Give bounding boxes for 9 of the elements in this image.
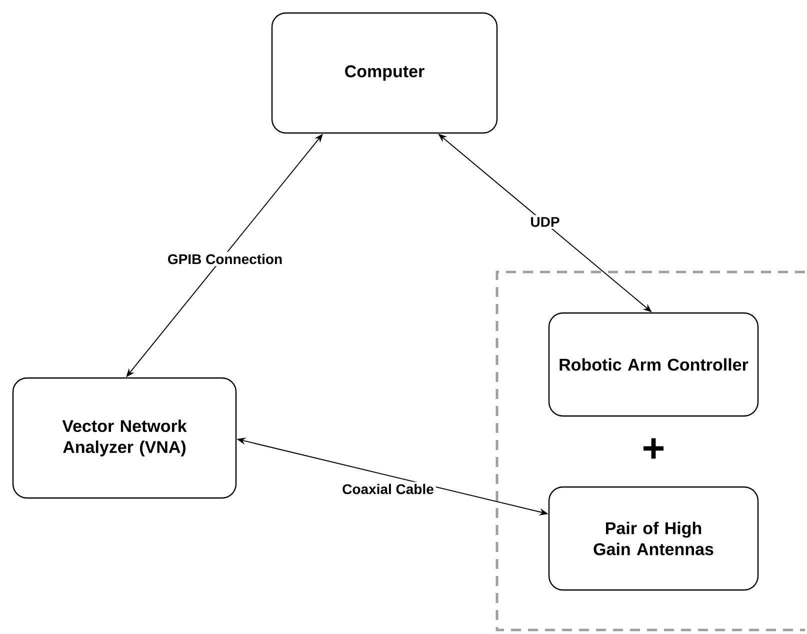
edge-label: GPIB Connection [165, 252, 285, 266]
edge-label: Coaxial Cable [340, 482, 436, 496]
process-box: Vector Network Analyzer (VNA) [12, 377, 237, 499]
plus-sign: + [644, 438, 664, 459]
dashed-group-box [496, 270, 805, 632]
process-box: Robotic Arm Controller [548, 312, 759, 417]
edge-label: UDP [528, 215, 562, 229]
process-box: Computer [271, 12, 498, 134]
process-box: Pair of High Gain Antennas [548, 486, 759, 591]
